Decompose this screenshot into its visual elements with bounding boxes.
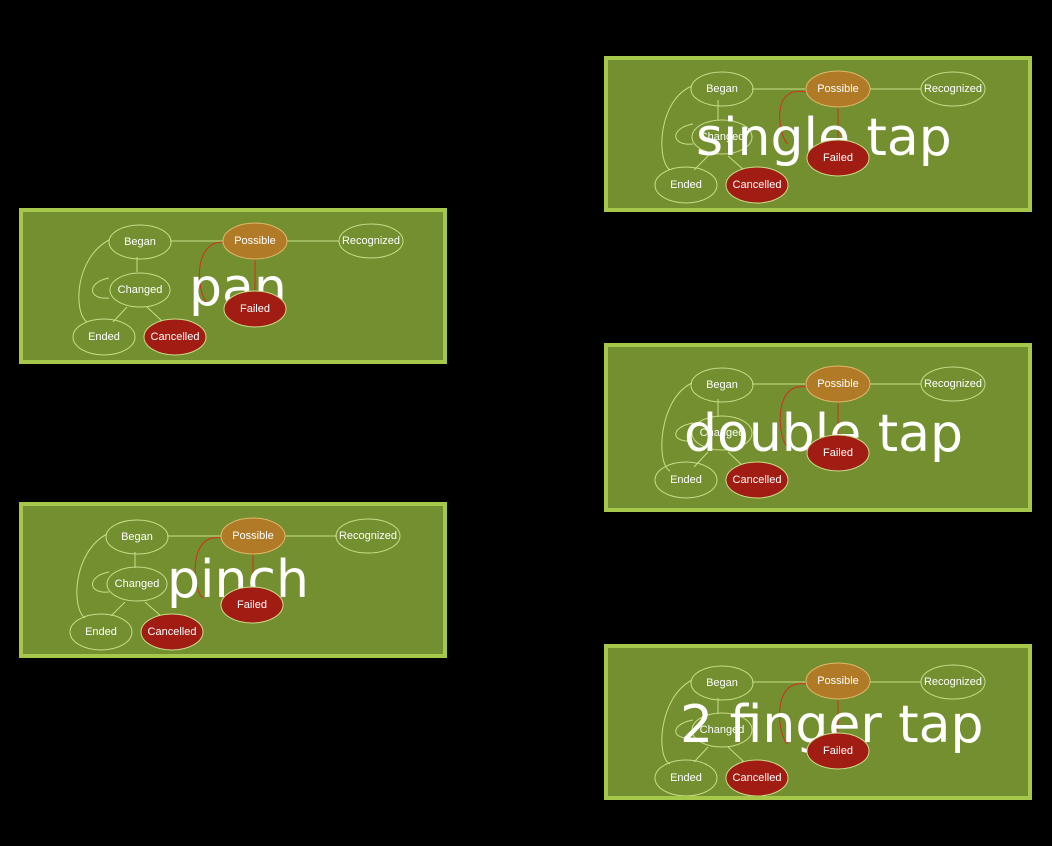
svg-text:Recognized: Recognized bbox=[924, 676, 982, 688]
state-node-recognized: Recognized bbox=[335, 518, 401, 554]
state-diagram-double-tap: Began Possible Recognized Changed Ended … bbox=[654, 365, 986, 499]
state-diagram-two-finger-tap: Began Possible Recognized Changed Ended … bbox=[654, 662, 986, 796]
svg-text:Changed: Changed bbox=[118, 284, 163, 296]
state-node-changed: Changed bbox=[691, 712, 753, 748]
state-diagram-single-tap: Began Possible Recognized Changed Ended … bbox=[654, 70, 986, 204]
svg-text:Cancelled: Cancelled bbox=[733, 474, 782, 486]
svg-text:Possible: Possible bbox=[817, 675, 859, 687]
state-node-ended: Ended bbox=[72, 318, 136, 356]
svg-text:Began: Began bbox=[124, 236, 156, 248]
svg-text:Ended: Ended bbox=[88, 331, 120, 343]
svg-text:Possible: Possible bbox=[232, 530, 274, 542]
diagram-edges bbox=[661, 679, 921, 765]
svg-text:Failed: Failed bbox=[823, 447, 853, 459]
svg-text:Recognized: Recognized bbox=[924, 378, 982, 390]
failed-overlay-pinch: Failed bbox=[220, 586, 284, 624]
svg-text:Recognized: Recognized bbox=[342, 235, 400, 247]
svg-text:Changed: Changed bbox=[700, 131, 745, 143]
state-node-failed: Failed bbox=[220, 586, 284, 624]
state-node-failed: Failed bbox=[806, 732, 870, 770]
svg-text:Ended: Ended bbox=[85, 626, 117, 638]
state-node-recognized: Recognized bbox=[920, 366, 986, 402]
state-node-cancelled: Cancelled bbox=[725, 461, 789, 499]
state-node-ended: Ended bbox=[654, 166, 718, 204]
state-node-changed: Changed bbox=[109, 272, 171, 308]
failed-overlay-double-tap: Failed bbox=[806, 434, 870, 472]
failed-overlay-pan: Failed bbox=[223, 290, 287, 328]
state-diagram-pinch: Began Possible Recognized Changed Ended … bbox=[69, 517, 401, 651]
state-node-ended: Ended bbox=[654, 461, 718, 499]
svg-text:Ended: Ended bbox=[670, 772, 702, 784]
state-node-began: Began bbox=[108, 224, 172, 260]
state-node-cancelled: Cancelled bbox=[143, 318, 207, 356]
state-node-failed: Failed bbox=[806, 139, 870, 177]
diagram-edges bbox=[78, 239, 339, 323]
state-node-cancelled: Cancelled bbox=[140, 613, 204, 651]
failed-overlay-two-finger-tap: Failed bbox=[806, 732, 870, 770]
panel-two-finger-tap: Began Possible Recognized Changed Ended … bbox=[604, 644, 1032, 800]
diagram-edges bbox=[661, 85, 921, 171]
svg-text:Cancelled: Cancelled bbox=[151, 331, 200, 343]
svg-text:Ended: Ended bbox=[670, 179, 702, 191]
state-node-began: Began bbox=[690, 71, 754, 107]
state-node-possible: Possible bbox=[222, 222, 288, 260]
state-node-possible: Possible bbox=[805, 662, 871, 700]
svg-text:Recognized: Recognized bbox=[339, 530, 397, 542]
state-node-began: Began bbox=[690, 665, 754, 701]
panel-single-tap: Began Possible Recognized Changed Ended … bbox=[604, 56, 1032, 212]
state-diagram-pan: Began Possible Recognized Changed Ended … bbox=[72, 222, 404, 356]
svg-text:Cancelled: Cancelled bbox=[148, 626, 197, 638]
svg-text:Failed: Failed bbox=[240, 303, 270, 315]
svg-text:Cancelled: Cancelled bbox=[733, 179, 782, 191]
svg-text:Changed: Changed bbox=[700, 724, 745, 736]
svg-text:Cancelled: Cancelled bbox=[733, 772, 782, 784]
svg-text:Began: Began bbox=[706, 83, 738, 95]
svg-text:Changed: Changed bbox=[700, 427, 745, 439]
svg-text:Began: Began bbox=[121, 531, 153, 543]
panel-pinch: Began Possible Recognized Changed Ended … bbox=[19, 502, 447, 658]
state-node-recognized: Recognized bbox=[920, 71, 986, 107]
panel-pan: Began Possible Recognized Changed Ended … bbox=[19, 208, 447, 364]
failed-overlay-single-tap: Failed bbox=[806, 139, 870, 177]
svg-text:Possible: Possible bbox=[234, 235, 276, 247]
svg-text:Ended: Ended bbox=[670, 474, 702, 486]
svg-text:Changed: Changed bbox=[115, 578, 160, 590]
state-node-possible: Possible bbox=[805, 365, 871, 403]
state-node-ended: Ended bbox=[654, 759, 718, 796]
state-node-possible: Possible bbox=[805, 70, 871, 108]
panel-double-tap: Began Possible Recognized Changed Ended … bbox=[604, 343, 1032, 512]
svg-text:Began: Began bbox=[706, 677, 738, 689]
svg-text:Failed: Failed bbox=[823, 152, 853, 164]
svg-text:Recognized: Recognized bbox=[924, 83, 982, 95]
state-node-recognized: Recognized bbox=[338, 223, 404, 259]
state-node-cancelled: Cancelled bbox=[725, 759, 789, 796]
svg-text:Began: Began bbox=[706, 379, 738, 391]
svg-text:Possible: Possible bbox=[817, 378, 859, 390]
state-node-ended: Ended bbox=[69, 613, 133, 651]
state-node-failed: Failed bbox=[806, 434, 870, 472]
state-node-cancelled: Cancelled bbox=[725, 166, 789, 204]
state-node-began: Began bbox=[105, 519, 169, 555]
state-node-changed: Changed bbox=[106, 566, 168, 602]
state-node-failed: Failed bbox=[223, 290, 287, 328]
state-node-changed: Changed bbox=[691, 119, 753, 155]
svg-text:Possible: Possible bbox=[817, 83, 859, 95]
state-node-recognized: Recognized bbox=[920, 664, 986, 700]
state-node-possible: Possible bbox=[220, 517, 286, 555]
svg-text:Failed: Failed bbox=[823, 745, 853, 757]
diagram-edges bbox=[76, 533, 337, 619]
diagram-edges bbox=[661, 382, 921, 472]
state-node-began: Began bbox=[690, 367, 754, 403]
state-node-changed: Changed bbox=[691, 415, 753, 451]
svg-text:Failed: Failed bbox=[237, 599, 267, 611]
